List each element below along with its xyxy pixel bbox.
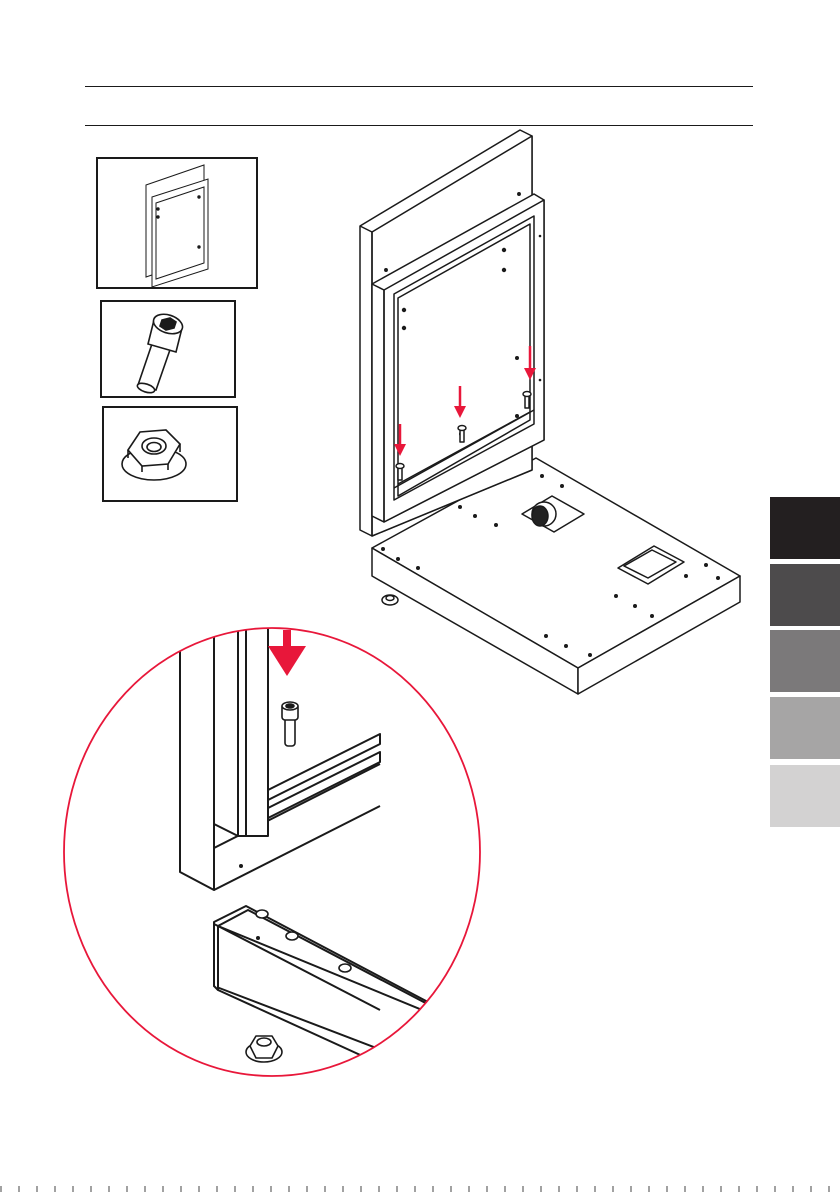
detail-red-arrow-icon [268, 630, 306, 676]
crop-marks [0, 1186, 840, 1192]
nut-under-base [382, 595, 398, 605]
detail-view [180, 600, 500, 1080]
detail-nut-icon [246, 1036, 282, 1062]
detail-bolt-icon [282, 702, 298, 746]
